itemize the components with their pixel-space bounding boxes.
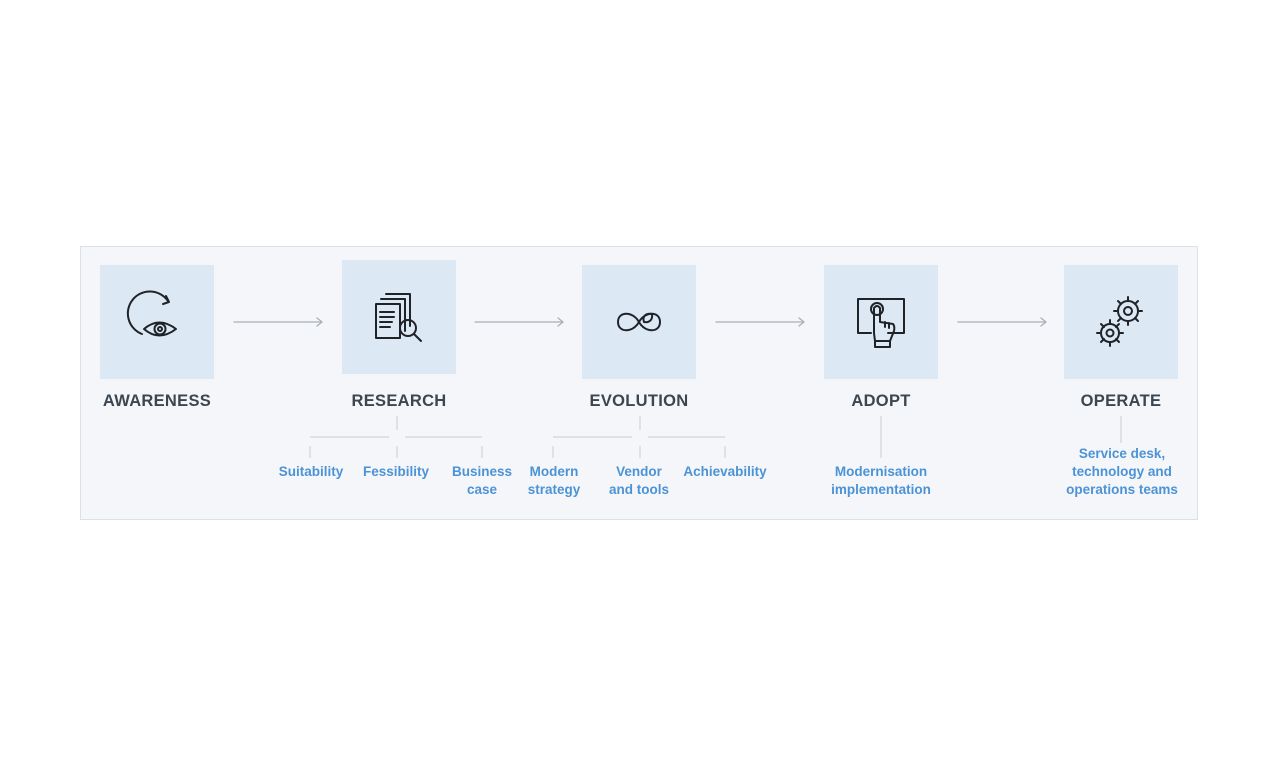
gears-icon — [1096, 296, 1143, 347]
evolution-icon-box — [582, 265, 696, 379]
stage-title-evolution: EVOLUTION — [589, 392, 689, 410]
stage-title-awareness: AWARENESS — [102, 392, 212, 410]
touch-screen-icon — [857, 298, 905, 348]
eye-refresh-icon — [126, 290, 177, 337]
sub-label-service-desk-teams: Service desk, technology and operations … — [1066, 446, 1178, 497]
adopt-icon-box — [824, 265, 938, 379]
document-search-icon — [375, 293, 422, 342]
infinity-leaf-icon — [617, 312, 661, 332]
stage-title-operate: OPERATE — [1080, 392, 1162, 410]
arrow-research-to-evolution — [474, 315, 566, 327]
sub-label-business-case: Business case — [451, 464, 513, 497]
research-icon-box — [342, 260, 456, 374]
sub-label-achievability: Achievability — [683, 464, 767, 479]
sub-label-modern-strategy: Modern strategy — [527, 464, 581, 497]
sub-label-suitability: Suitability — [278, 464, 344, 479]
arrow-adopt-to-operate — [957, 315, 1049, 327]
arrow-awareness-to-research — [233, 315, 325, 327]
sub-label-vendor-and-tools: Vendor and tools — [609, 464, 669, 497]
operate-icon-box — [1064, 265, 1178, 379]
awareness-icon-box — [100, 265, 214, 379]
sub-label-fessibility: Fessibility — [362, 464, 430, 479]
arrow-evolution-to-adopt — [715, 315, 807, 327]
stage-title-research: RESEARCH — [351, 392, 447, 410]
stage-title-adopt: ADOPT — [851, 392, 911, 410]
sub-label-modernisation-implementation: Modernisation implementation — [831, 464, 931, 497]
